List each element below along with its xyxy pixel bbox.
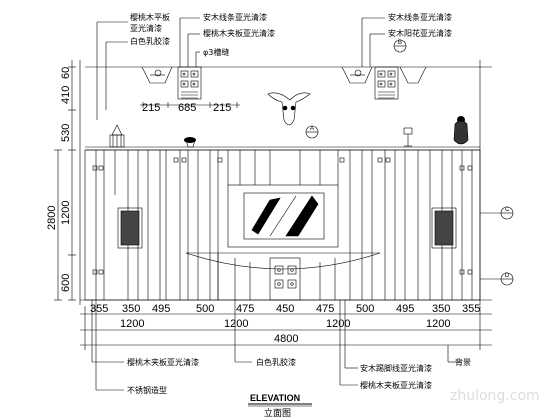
label-matte-varnish: 亚光清漆 [130,23,162,33]
wall-panel [84,149,481,301]
marker-d-label: D [505,273,510,279]
marker-b [393,39,407,53]
top-leaders [96,17,385,120]
label-groove: φ3槽缝 [203,47,229,57]
marker-c [480,206,514,220]
marker-a [305,125,319,139]
label-cherry-plywood-varnish: 樱桃木夹板亚光清漆 [203,28,275,38]
bull-skull-ornament [267,92,311,126]
dim-row1-4: 500 [196,303,214,315]
marker-b-label: B [398,40,402,46]
statue-ornament [453,116,469,145]
left-dim-lines [54,60,76,301]
dim-row1-1: 355 [90,303,108,315]
right-ceiling-lamp [341,66,373,84]
watermark: zhulong.com [450,388,540,404]
label-cherry-plywood-bottom-left: 樱桃木夹板亚光清漆 [127,357,199,367]
dim-v-1200: 1200 [60,201,72,225]
dim-total: 4800 [274,333,298,345]
panel-dots [92,157,473,275]
tv-screen [227,184,339,248]
dim-v-60: 60 [60,67,72,79]
center-cabinet [269,257,301,301]
small-vase-ornament [184,137,196,148]
dim-v-2800: 2800 [46,206,58,230]
wood-grain-lines [95,150,473,300]
dim-row1-3: 495 [152,303,170,315]
dim-top-1: 215 [142,102,160,114]
label-white-latex-bottom: 白色乳胶漆 [256,357,296,367]
dim-row1-7: 475 [316,303,334,315]
drawing-subtitle: 立面图 [264,407,291,419]
dim-v-530: 530 [60,124,72,142]
marker-d [480,272,514,286]
dim-row1-10: 350 [432,303,450,315]
label-wood-strip-varnish-right: 安木线条亚光清漆 [388,12,452,22]
drawing-title: ELEVATION [250,393,300,403]
dim-row1-8: 500 [356,303,374,315]
candle-ornament [403,127,413,147]
marker-c-label: C [505,207,510,213]
top-dimension [140,102,240,108]
label-white-latex: 白色乳胶漆 [130,36,170,46]
label-skirting-varnish: 安木踢脚线亚光清漆 [360,363,432,373]
left-niche [117,207,143,249]
label-cherry-plywood-bottom-right: 樱桃木夹板亚光清漆 [360,380,432,390]
left-lantern-ornament [109,124,125,148]
dim-row2-3: 1200 [326,318,350,330]
right-niche [431,207,457,249]
dim-row1-5: 475 [236,303,254,315]
right-lamp-box-right [399,66,427,84]
dim-row1-2: 350 [122,303,140,315]
dim-top-3: 215 [213,102,231,114]
bottom-leaders [91,300,462,391]
dim-row1-6: 450 [276,303,294,315]
label-background: 背景 [455,357,471,367]
label-cherry-panel: 樱桃木平板 [130,12,170,22]
bottom-dim-lines [80,306,492,350]
dim-row2-2: 1200 [224,318,248,330]
dim-v-600: 600 [60,274,72,292]
label-stainless-steel: 不锈钢造型 [127,385,167,395]
label-wood-carving-varnish: 安木阳花亚光清漆 [388,28,452,38]
dim-row2-1: 1200 [120,318,144,330]
dim-row1-9: 495 [396,303,414,315]
left-ceiling-lamp [141,66,173,84]
left-cabinet-box [177,66,202,100]
label-wood-strip-varnish: 安木线条亚光清漆 [203,12,267,22]
dim-top-2: 685 [178,102,196,114]
dim-row2-4: 1200 [426,318,450,330]
dim-row1-11: 355 [462,303,480,315]
right-cabinet-box [374,66,399,100]
dim-v-410: 410 [60,86,72,104]
marker-a-label: A [310,126,314,132]
